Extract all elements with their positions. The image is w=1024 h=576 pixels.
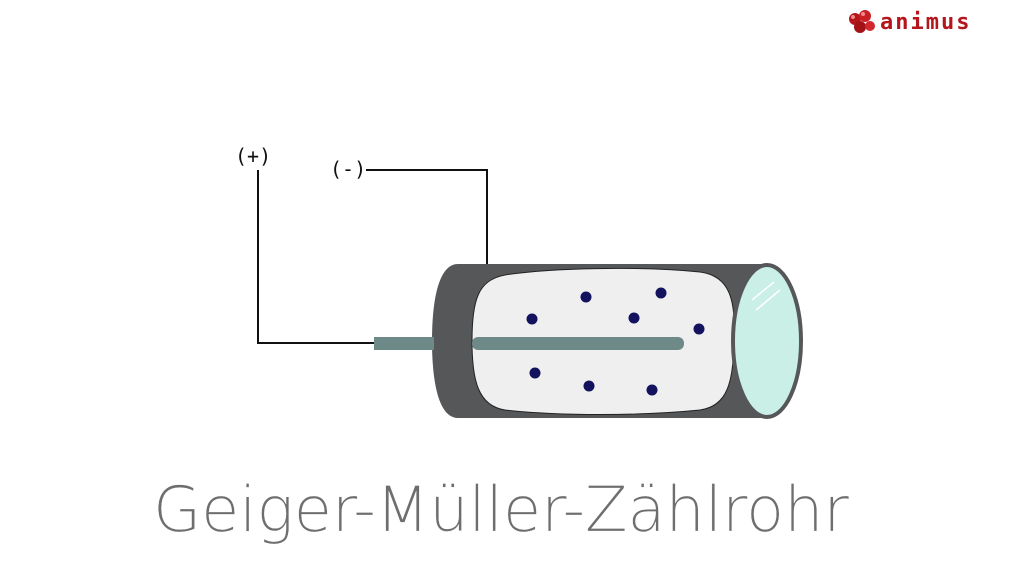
gas-particle [526,313,538,325]
anode-rod-outside [374,337,434,350]
positive-wire [257,170,382,344]
gas-particle [646,384,658,396]
window-glint [755,289,781,311]
end-window [731,263,803,419]
gas-particle [583,380,595,392]
gas-particle [628,312,640,324]
brand-logo-text: animus [880,10,972,35]
positive-terminal-label: (+) [235,144,272,168]
gas-particle [693,323,705,335]
gas-particle [529,367,541,379]
diagram-title: Geiger-Müller-Zählrohr [153,473,849,546]
atom-cluster-icon [849,10,875,33]
gas-particle [655,287,667,299]
negative-terminal-label: (-) [330,157,367,181]
gas-particle [580,291,592,303]
anode-rod-inside [472,337,684,350]
animus-logo: animus [846,6,1016,40]
negative-wire [366,169,488,270]
window-glint [751,281,775,301]
